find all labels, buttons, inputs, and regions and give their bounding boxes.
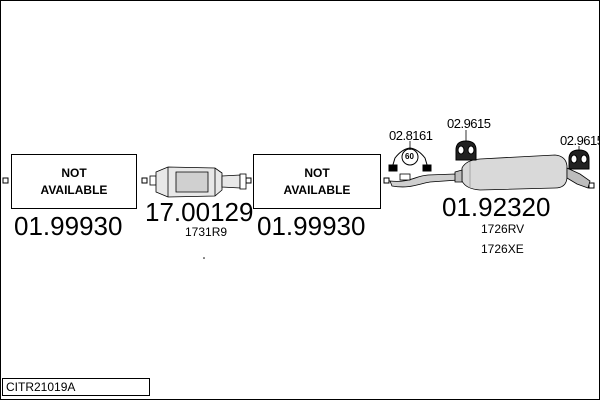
connector-left (2, 177, 9, 184)
accessory-1-number: 02.8161 (389, 128, 433, 143)
not-available-label: NOT AVAILABLE (283, 165, 351, 197)
part-3-number: 01.99930 (257, 211, 366, 241)
part-4-number: 01.92320 (442, 192, 551, 222)
rubber-mount-2-drawing (568, 149, 590, 170)
part-2-ref-1: 1731R9 (185, 225, 228, 239)
accessory-1-badge: 60 (405, 152, 414, 161)
part-4-ref-1: 1726RV (481, 222, 525, 236)
not-available-label: NOT AVAILABLE (40, 165, 108, 197)
rubber-mount-1-drawing (455, 140, 477, 161)
part-1-number: 01.99930 (14, 211, 123, 241)
connector-dpf-right (245, 177, 252, 184)
part-3-not-available: NOT AVAILABLE (253, 154, 381, 209)
leader-lines (409, 130, 580, 151)
connector-rear-left (383, 177, 390, 184)
assembly-code: CITR21019A (2, 378, 150, 396)
connector-rear-right (588, 182, 595, 189)
part-4-ref-2: 1726XE (481, 242, 524, 256)
connector-dpf-left (141, 177, 148, 184)
rear-silencer-drawing (389, 154, 591, 191)
particulate-filter-drawing (149, 166, 247, 198)
part-2-number: 17.00129 (145, 197, 254, 227)
accessory-3-number: 02.9615 (560, 133, 600, 148)
accessory-2-number: 02.9615 (447, 116, 491, 131)
part-1-not-available: NOT AVAILABLE (11, 154, 137, 209)
clamp-02-8161-drawing (388, 147, 432, 172)
